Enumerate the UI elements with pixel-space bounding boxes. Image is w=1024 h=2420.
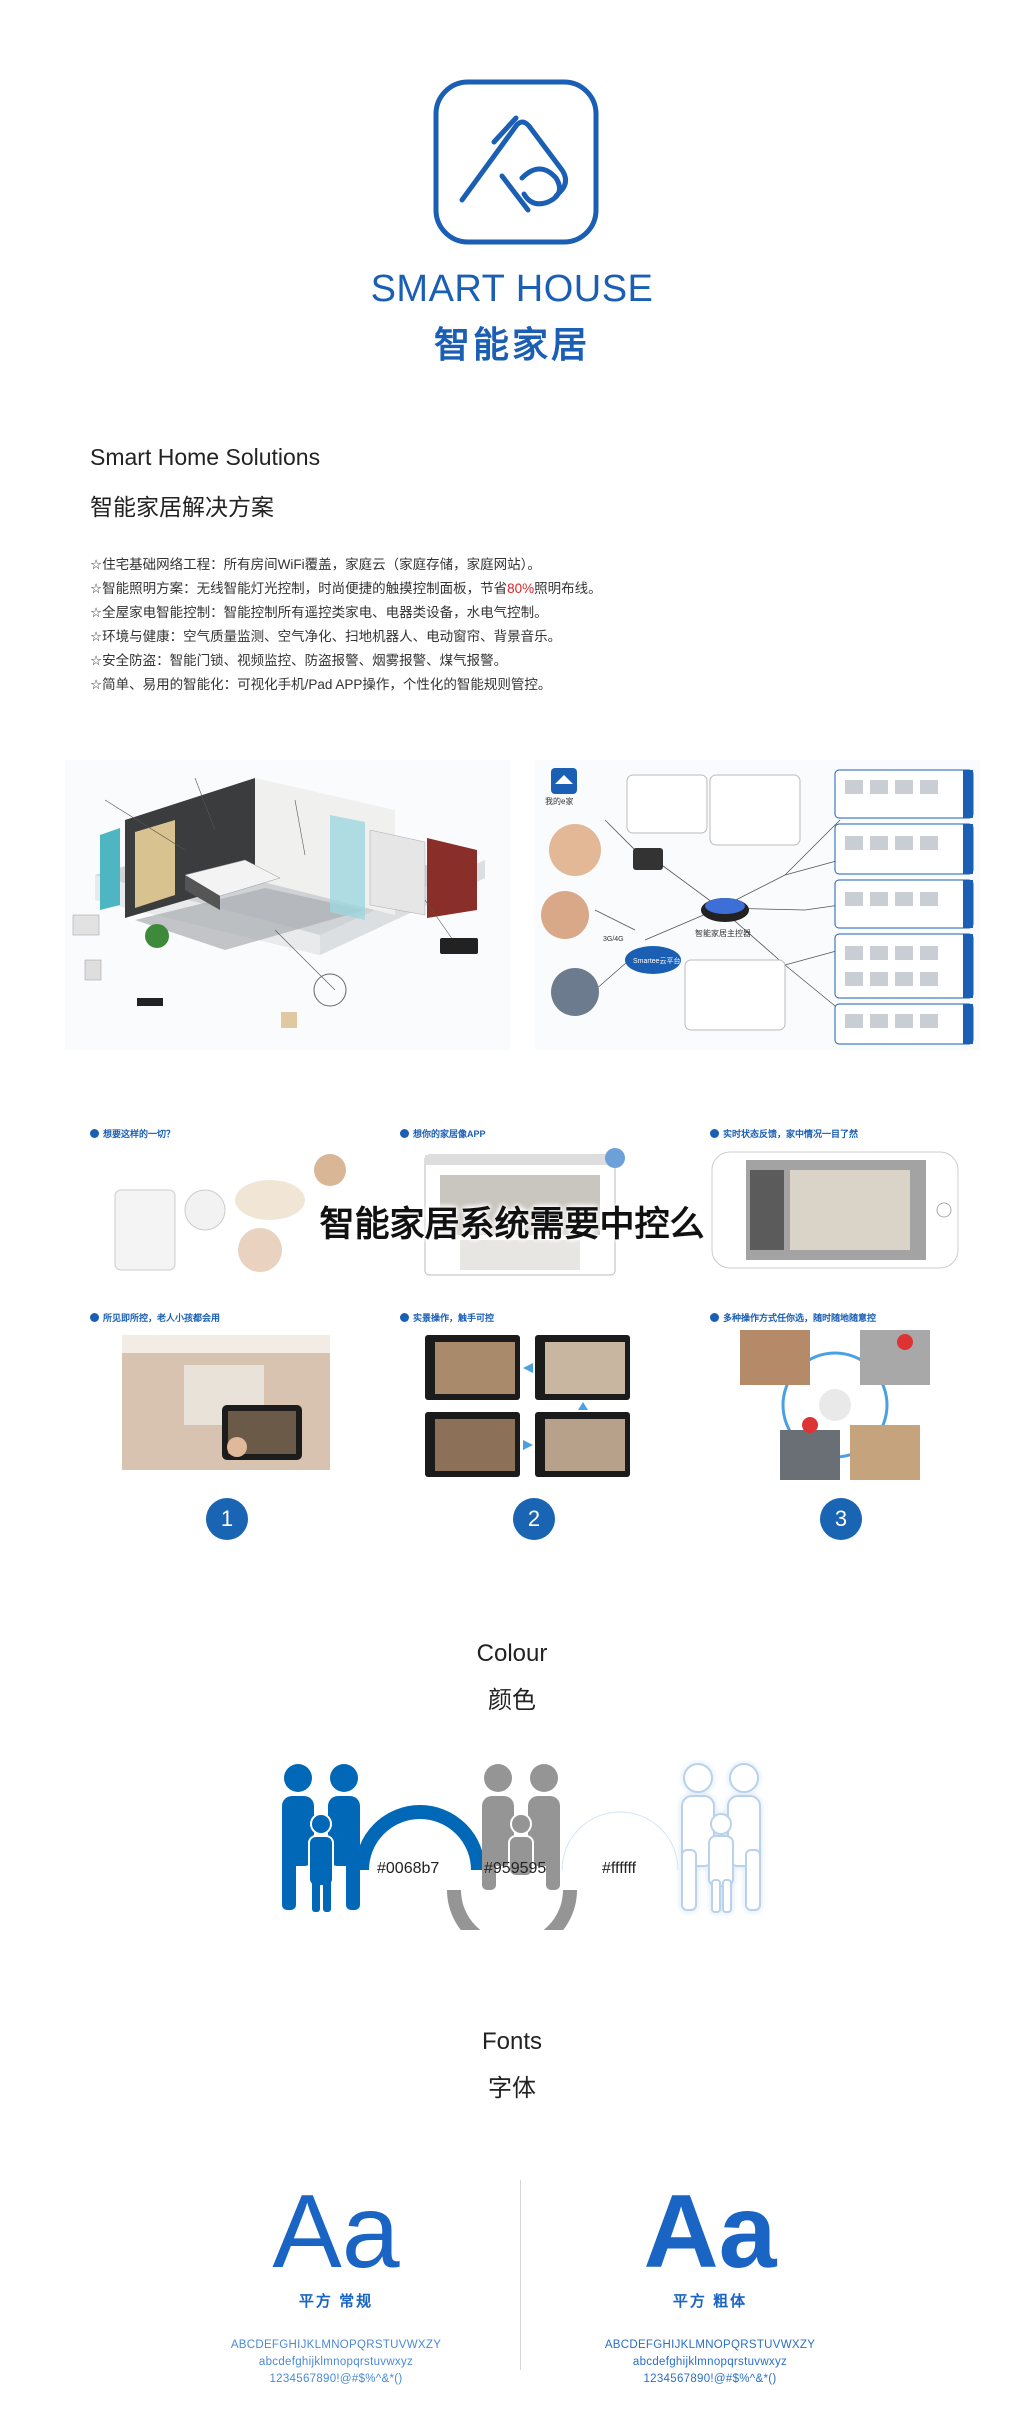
overlay-title: 智能家居系统需要中控么: [319, 1205, 705, 1244]
step-number: 1: [206, 1498, 248, 1540]
step-number: 3: [820, 1498, 862, 1540]
cloud-label: Smartee云平台: [633, 958, 681, 965]
feature-item: ☆环境与健康：空气质量监测、空气净化、扫地机器人、电动窗帘、背景音乐。: [90, 629, 562, 644]
hub-label: 智能家居主控器: [695, 929, 751, 938]
mini-panel-image: [122, 1335, 330, 1470]
feature-item: ☆全屋家电智能控制：智能控制所有遥控类家电、电器类设备，水电气控制。: [90, 605, 548, 620]
font-sample-digits: 1234567890!@#$%^&*(): [269, 2373, 403, 2385]
feature-item: ☆简单、易用的智能化：可视化手机/Pad APP操作，个性化的智能规则管控。: [90, 677, 552, 692]
fonts-title-cn: 字体: [488, 2075, 536, 2102]
mini-panel-title: 多种操作方式任你选，随时随地随意控: [710, 1308, 876, 1326]
floorplan-illustration: [65, 760, 510, 1050]
feature-list: ☆住宅基础网络工程：所有房间WiFi覆盖，家庭云（家庭存储，家庭网站）。 ☆智能…: [90, 553, 910, 697]
mini-panel-title: 实景操作，触手可控: [400, 1308, 494, 1326]
feature-highlight: 80%: [507, 581, 535, 596]
network-diagram: 我的e家 智能家居主控器 Smartee云平台 3G/4G: [535, 760, 980, 1050]
font-glyph: Aa: [272, 2174, 400, 2290]
mini-panel-image: [711, 1151, 959, 1269]
mini-panel-image: [740, 1330, 930, 1480]
font-sample-lower: abcdefghijklmnopqrstuvwxyz: [258, 2356, 414, 2368]
hex-label: #ffffff: [602, 1860, 637, 1877]
font-sample-upper: ABCDEFGHIJKLMNOPQRSTUVWXZY: [604, 2339, 816, 2351]
network-lines: [541, 768, 974, 1045]
font-sample-digits: 1234567890!@#$%^&*(): [643, 2373, 777, 2385]
hex-label: #0068b7: [377, 1860, 440, 1877]
font-sample-upper: ABCDEFGHIJKLMNOPQRSTUVWXZY: [230, 2339, 442, 2351]
font-sample-regular: Aa 平方 常规 ABCDEFGHIJKLMNOPQRSTUVWXZY abcd…: [196, 2180, 476, 2388]
solutions-title-en: Smart Home Solutions: [90, 444, 321, 470]
mini-panel-image: [114, 1154, 346, 1272]
feature-item: ☆住宅基础网络工程：所有房间WiFi覆盖，家庭云（家庭存储，家庭网站）。: [90, 557, 541, 572]
colour-title-en: Colour: [476, 1640, 548, 1667]
mini-panel-image: [425, 1335, 630, 1477]
mini-panel-title: 想要这样的一切？: [90, 1124, 175, 1142]
font-name: 平方 粗体: [672, 2293, 748, 2310]
step-number: 2: [513, 1498, 555, 1540]
feature-text: 照明布线。: [534, 581, 602, 596]
app-label: 我的e家: [545, 797, 574, 806]
hex-label: #959595: [484, 1860, 547, 1877]
mini-panel-image: [424, 1148, 625, 1276]
feature-item: ☆智能照明方案：无线智能灯光控制，时尚便捷的触摸控制面板，节省80%照明布线。: [90, 577, 910, 601]
signal-label: 3G/4G: [603, 936, 624, 943]
logo-title-cn: 智能家居: [433, 324, 590, 365]
feature-text: ☆智能照明方案：无线智能灯光控制，时尚便捷的触摸控制面板，节省: [90, 581, 508, 596]
divider: [520, 2180, 521, 2370]
fonts-title-en: Fonts: [481, 2028, 543, 2055]
font-sample-bold: Aa 平方 粗体 ABCDEFGHIJKLMNOPQRSTUVWXZY abcd…: [570, 2180, 850, 2388]
mini-panel-title: 所见即所控，老人小孩都会用: [90, 1308, 220, 1326]
colour-family-illustration: [282, 1763, 761, 1930]
font-sample-lower: abcdefghijklmnopqrstuvwxyz: [632, 2356, 788, 2368]
font-name: 平方 常规: [298, 2293, 374, 2310]
house-logo-icon: [433, 79, 599, 245]
font-glyph: Aa: [643, 2174, 777, 2290]
logo-title-en: SMART HOUSE: [370, 268, 654, 310]
mini-panel-title: 想你的家居像APP: [400, 1124, 486, 1142]
colour-title-cn: 颜色: [488, 1687, 536, 1714]
mini-panel-title: 实时状态反馈，家中情况一目了然: [710, 1124, 858, 1142]
solutions-title-cn: 智能家居解决方案: [90, 494, 274, 520]
feature-item: ☆安全防盗：智能门锁、视频监控、防盗报警、烟雾报警、煤气报警。: [90, 653, 508, 668]
